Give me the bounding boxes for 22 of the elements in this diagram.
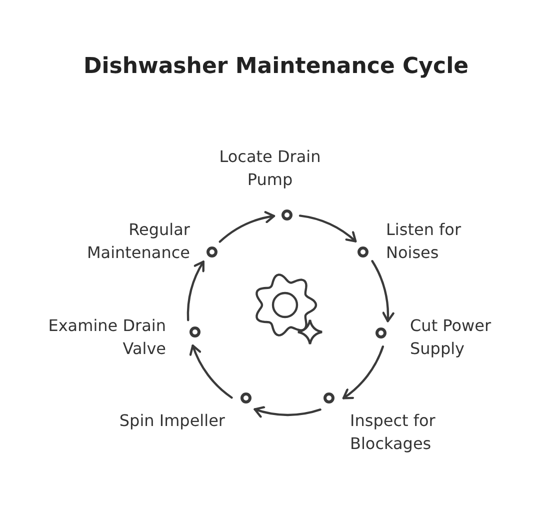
step-dot [323,392,335,404]
arrow [298,214,357,242]
arrow [371,260,394,322]
step-dot [375,327,387,339]
arrow [190,344,233,399]
step-label: Listen for Noises [386,220,462,262]
diagram-title: Dishwasher Maintenance Cycle [82,54,470,79]
step-dot [189,326,201,338]
step-label: Locate Drain Pump [219,147,321,189]
step-label: Regular Maintenance [86,220,190,262]
arrow [187,260,206,322]
step-label: Inspect for Blockages [350,411,436,453]
step-dot [206,246,218,258]
step-label: Cut Power Supply [410,316,492,358]
step-dot [281,209,293,221]
step-label: Spin Impeller [119,411,225,430]
arrow [218,212,276,243]
step-dot [240,392,252,404]
step-dot [357,246,369,258]
arrow [342,346,384,400]
step-label: Examine Drain Valve [48,316,166,358]
arrow [254,406,322,418]
